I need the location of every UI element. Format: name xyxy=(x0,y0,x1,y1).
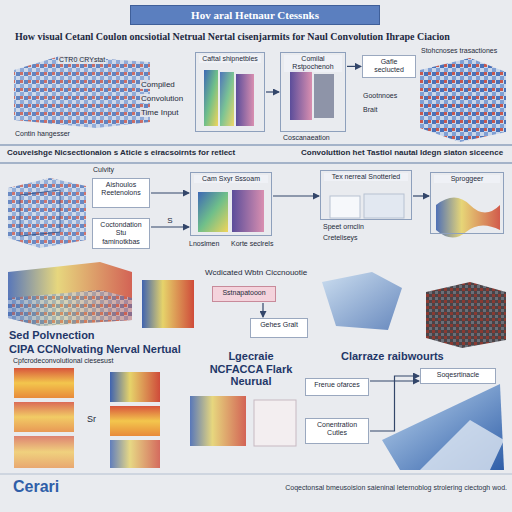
node-box: Cam Sxyr Sssoam xyxy=(190,172,272,236)
text-label: Sr xyxy=(86,414,97,424)
text-label: How visual Cetanl Coulon oncsiotial Netr… xyxy=(14,31,451,43)
node-label: Conentration Cutles xyxy=(309,421,365,438)
text-label: Cpfcrodeconvolutional ciesesust xyxy=(12,357,114,365)
node-box: Sproggeer xyxy=(430,172,504,234)
node-box: Conentration Cutles xyxy=(305,418,369,444)
text-label: Korte seclrels xyxy=(230,240,274,248)
connector-arrow xyxy=(370,376,419,431)
text-label: Brait xyxy=(362,106,378,114)
text-label: Contin hangesser xyxy=(14,130,71,138)
text-label: Stohcnoses trasactiones xyxy=(420,47,498,55)
text-label: CIPA CCNolvating Nerval Nertual xyxy=(8,343,182,356)
text-label: Clarraze raibwourts xyxy=(340,350,445,363)
connector-arrow xyxy=(151,226,189,227)
node-box: Caftal shipnetbles xyxy=(195,52,265,132)
connector-arrow xyxy=(413,195,429,196)
connector-arrow xyxy=(347,66,361,67)
node-label: Cam Sxyr Sssoam xyxy=(194,175,268,183)
text-label: Time Input xyxy=(140,108,180,117)
caption: Coqectonsal bmeusoision saieninal letern… xyxy=(250,484,508,492)
text-label: Couveishge Nicsectionaion s Aticie s eir… xyxy=(6,148,236,157)
node-box: Gafle seclucted xyxy=(362,55,416,78)
node-box: Frerue ofarces xyxy=(305,378,369,396)
connector-arrow xyxy=(151,192,189,193)
node-box: Coctondation Stu faminotkbas xyxy=(92,218,150,249)
connector-arrow xyxy=(273,195,319,196)
node-label: Gafle seclucted xyxy=(366,58,412,75)
text-label: Cerari xyxy=(12,478,60,496)
node-box: Gehes Gralt xyxy=(250,318,308,338)
edge-label: S xyxy=(165,216,174,225)
text-label: Creteliseys xyxy=(322,234,359,242)
node-box: Aishoulos Reetenolons xyxy=(92,178,150,208)
text-label: Culvity xyxy=(92,166,115,174)
node-label: Caftal shipnetbles xyxy=(199,55,261,63)
node-label: Comilal Rstpochenoh xyxy=(284,55,342,72)
text-label: Lnoslmen xyxy=(188,240,220,248)
text-label: Convoluttion het Tastiol nautal Idegn si… xyxy=(300,148,504,157)
text-label: Compiled xyxy=(140,80,176,89)
text-label: Convolution xyxy=(140,94,184,103)
text-label: CTR0 CRYstat xyxy=(58,56,106,64)
node-label: Tex nerreal Snotterled xyxy=(324,173,408,181)
node-box: Soqesrtinacle xyxy=(420,368,496,384)
text-label: Sed Polvnection xyxy=(8,329,96,342)
node-label: Gehes Gralt xyxy=(254,321,304,329)
connector-arrow xyxy=(262,303,263,317)
text-label: Speet ornclin xyxy=(322,223,365,231)
title-banner: Hov aral Hetnaur Ctessnks xyxy=(130,5,380,25)
node-label: Coctondation Stu faminotkbas xyxy=(96,221,146,246)
node-box: Tex nerreal Snotterled xyxy=(320,170,412,220)
node-box: Comilal Rstpochenoh xyxy=(280,52,346,132)
node-label: Aishoulos Reetenolons xyxy=(96,181,146,198)
node-box: Sstnapatooon xyxy=(212,286,276,302)
node-label: Sproggeer xyxy=(434,175,500,183)
node-label: Sstnapatooon xyxy=(216,289,272,297)
text-label: Coscanaeation xyxy=(282,134,331,142)
node-label: Soqesrtinacle xyxy=(424,371,492,379)
text-label: Lgecraie NCFACCA Flark Neurual xyxy=(200,350,302,388)
node-label: Frerue ofarces xyxy=(309,381,365,389)
text-label: Gootnnoes xyxy=(362,92,398,100)
text-label: Wcdicated Wbtn Ciccnouotie xyxy=(204,268,308,277)
connector-arrow xyxy=(266,91,279,92)
